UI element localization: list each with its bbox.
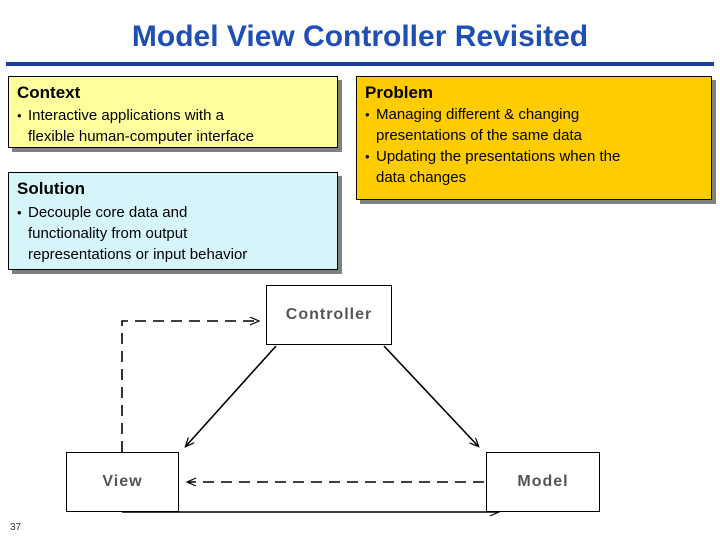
bullet-marker: • <box>17 205 22 220</box>
solution-bullet: • Decouple core data and functionality f… <box>17 202 329 265</box>
mvc-diagram: Controller View Model <box>0 276 720 540</box>
problem-bullet-2-line-2: data changes <box>376 169 467 186</box>
context-bullet: • Interactive applications with a flexib… <box>17 105 329 147</box>
title-divider <box>6 62 714 66</box>
diagram-node-view: View <box>66 452 179 512</box>
page-title: Model View Controller Revisited <box>131 20 589 53</box>
problem-bullet-1-line-1: Managing different & changing <box>376 106 580 123</box>
problem-bullet-2: • Updating the presentations when the da… <box>365 146 703 188</box>
edge-controller-to-view <box>186 345 277 446</box>
diagram-node-controller: Controller <box>266 285 392 345</box>
problem-bullet-1-text: Managing different & changing presentati… <box>376 104 703 146</box>
diagram-node-model: Model <box>486 452 600 512</box>
problem-heading: Problem <box>365 83 434 102</box>
solution-bullet-text: Decouple core data and functionality fro… <box>28 202 329 265</box>
bullet-marker: • <box>17 108 22 123</box>
bullet-marker: • <box>365 149 370 164</box>
context-bullet-line-1: Interactive applications with a <box>28 107 224 124</box>
problem-panel: Problem • Managing different & changing … <box>356 76 712 200</box>
context-bullet-line-2: flexible human-computer interface <box>28 128 254 145</box>
context-heading: Context <box>17 83 81 102</box>
edge-controller-to-model <box>383 345 478 446</box>
context-panel: Context • Interactive applications with … <box>8 76 338 148</box>
page-number: 37 <box>10 522 22 533</box>
solution-bullet-line-2: functionality from output <box>28 225 188 242</box>
edge-view-to-controller <box>121 321 258 452</box>
bullet-marker: • <box>365 107 370 122</box>
context-bullet-text: Interactive applications with a flexible… <box>28 105 329 147</box>
problem-bullet-2-line-1: Updating the presentations when the <box>376 148 621 165</box>
mvc-diagram-edges <box>121 276 720 540</box>
solution-bullet-line-3: representations or input behavior <box>28 246 248 263</box>
solution-panel: Solution • Decouple core data and functi… <box>8 172 338 270</box>
solution-heading: Solution <box>17 179 85 198</box>
problem-bullet-2-text: Updating the presentations when the data… <box>376 146 703 188</box>
problem-bullet-1-line-2: presentations of the same data <box>376 127 582 144</box>
problem-bullet-1: • Managing different & changing presenta… <box>365 104 703 146</box>
solution-bullet-line-1: Decouple core data and <box>28 204 188 221</box>
